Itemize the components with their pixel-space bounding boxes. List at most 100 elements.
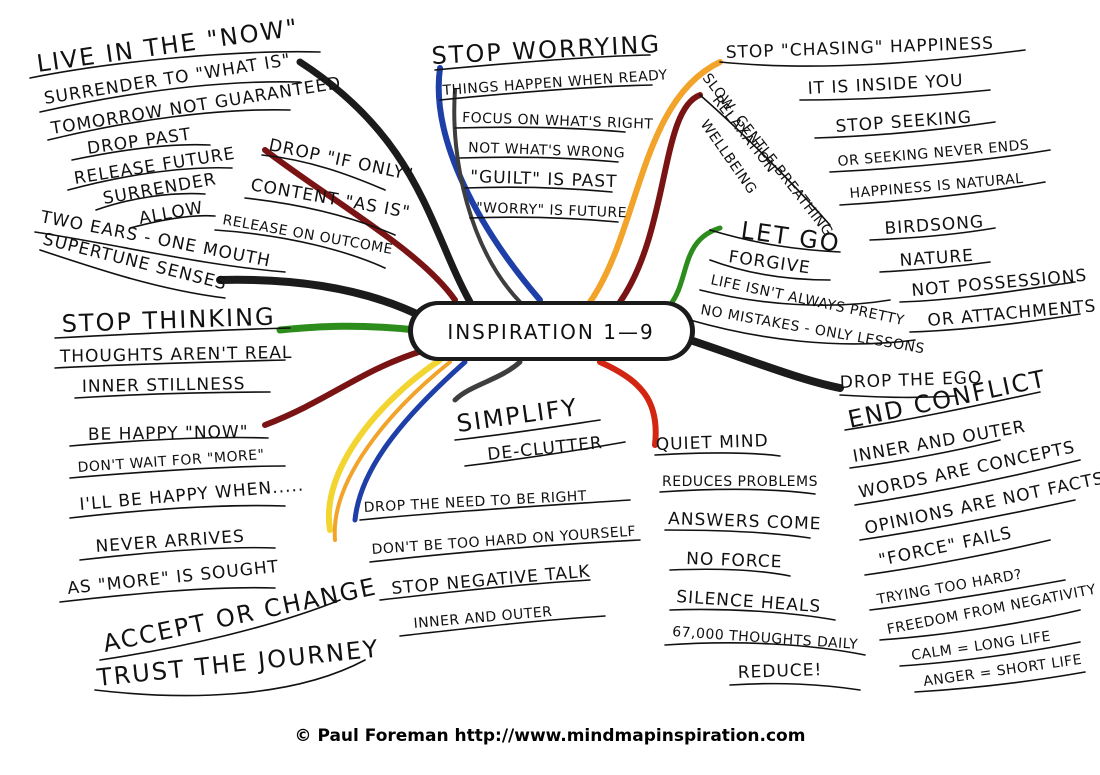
branch-item: "GUILT" IS PAST — [470, 167, 618, 192]
underline — [654, 452, 781, 457]
underline — [664, 529, 811, 539]
connector-drop-the-ego — [686, 336, 844, 392]
underline — [47, 108, 291, 141]
underline — [669, 568, 791, 577]
branch-item: NATURE — [899, 246, 975, 271]
branch-item: CONTENT "AS IS" — [249, 175, 412, 223]
underline — [71, 143, 211, 161]
underline — [699, 289, 891, 307]
branch-title: DROP THE EGO — [839, 368, 982, 393]
underline — [849, 439, 1001, 469]
connector-let-go — [667, 225, 723, 308]
branch-item: "WORRY" IS FUTURE — [476, 200, 627, 221]
connector-two-ears — [216, 275, 429, 322]
branch-item: BIRDSONG — [884, 212, 985, 239]
underline — [54, 359, 286, 369]
underline — [464, 441, 626, 467]
underline — [814, 121, 996, 139]
branch-title: DROP "IF ONLY" — [267, 135, 415, 185]
branch-item: SILENCE HEALS — [676, 587, 822, 617]
connector-be-happy-now — [262, 347, 428, 428]
branch-item: THINGS HAPPEN WHEN READY — [441, 67, 668, 99]
underline — [709, 259, 831, 281]
underline — [844, 391, 1041, 431]
underline — [879, 261, 991, 273]
underline — [95, 192, 206, 211]
underline — [54, 327, 291, 339]
underline — [719, 49, 1026, 67]
central-node: INSPIRATION 1—9 — [408, 301, 695, 361]
underline — [469, 216, 619, 223]
underline — [914, 671, 1086, 693]
branch-item: STOP NEGATIVE TALK — [391, 562, 592, 599]
underline — [454, 419, 601, 441]
branch-item: DON'T WAIT FOR "MORE" — [77, 447, 265, 476]
branch-title: STOP WORRYING — [431, 30, 662, 70]
underline — [439, 84, 653, 101]
branch-item: NEVER ARRIVES — [95, 527, 246, 557]
branch-item: REDUCE! — [737, 660, 822, 683]
branch-item: INNER AND OUTER — [413, 604, 553, 632]
branch-item: REDUCES PROBLEMS — [662, 474, 818, 490]
connector-accept-or-change — [325, 357, 443, 533]
underline — [39, 249, 226, 299]
central-node-label: INSPIRATION 1—9 — [447, 320, 654, 344]
underline — [34, 231, 286, 273]
connector-stop-thinking — [276, 322, 419, 334]
underline — [829, 149, 1051, 173]
underline — [899, 641, 1081, 667]
branch-item: ALLOW — [137, 198, 205, 229]
branch-item: NO FORCE — [686, 549, 783, 572]
branch-title: QUIET MIND — [655, 431, 768, 455]
underline — [129, 214, 216, 229]
connector-chasing-happiness — [587, 59, 723, 305]
underline — [399, 615, 606, 637]
connector-breathing — [617, 92, 703, 305]
underline — [29, 50, 321, 79]
underline — [464, 186, 613, 193]
underline — [709, 229, 841, 253]
branch-item: I'LL BE HAPPY WHEN..... — [79, 475, 305, 515]
branch-connectors — [216, 58, 844, 542]
branch-item: FOCUS ON WHAT'S RIGHT — [462, 110, 654, 133]
underline — [699, 94, 831, 226]
underline — [69, 436, 269, 447]
branch-item: THOUGHTS AREN'T REAL — [59, 343, 293, 367]
underline — [67, 166, 233, 191]
branch-item: 67,000 THOUGHTS DAILY — [672, 624, 859, 653]
underline — [659, 488, 816, 495]
branch-title: BE HAPPY "NOW" — [88, 422, 249, 445]
underline — [669, 608, 836, 621]
connector-live-in-the-now — [296, 58, 474, 306]
branch-item: DON'T BE TOO HARD ON YOURSELF — [371, 524, 636, 558]
underline — [839, 394, 956, 399]
copyright-footer: © Paul Foreman http://www.mindmapinspira… — [294, 726, 806, 746]
underline — [69, 465, 286, 479]
underline — [854, 459, 1081, 506]
underline — [69, 504, 286, 519]
underline — [664, 642, 866, 656]
underline — [244, 197, 396, 236]
underline — [359, 499, 631, 521]
underline — [869, 227, 996, 241]
branch-item: NOT WHAT'S WRONG — [468, 140, 625, 161]
underline — [454, 126, 626, 133]
underline — [59, 586, 276, 603]
underline — [79, 546, 276, 561]
branch-item: DE-CLUTTER — [486, 433, 603, 465]
connector-accept-or-change-orange — [332, 360, 452, 542]
central-node-fill — [413, 305, 690, 357]
connector-simplify — [452, 359, 523, 403]
underline — [74, 391, 271, 399]
branch-title: DROP THE NEED TO BE RIGHT — [363, 488, 587, 516]
underline — [899, 281, 1076, 303]
branch-title: STOP THINKING — [61, 303, 276, 338]
underline — [379, 579, 591, 601]
branch-item: AS "MORE" IS SOUGHT — [66, 557, 280, 599]
underline — [261, 154, 386, 191]
underline — [214, 229, 386, 269]
underline — [799, 89, 991, 101]
underline — [39, 80, 301, 113]
